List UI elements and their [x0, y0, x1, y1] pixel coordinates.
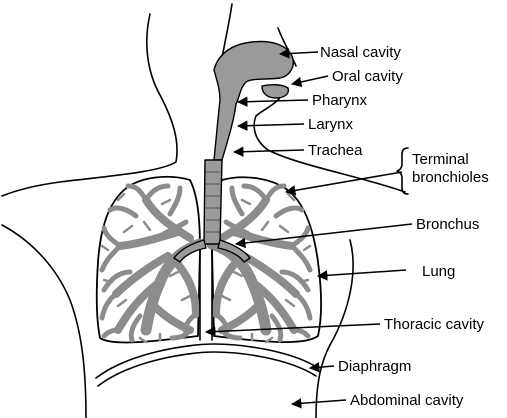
body-outline [2, 4, 405, 418]
label-terminal-bronchioles-line1: Terminal [412, 151, 469, 168]
labels: Nasal cavity Oral cavity Pharynx Larynx … [308, 44, 489, 409]
mediastinum-line [200, 250, 212, 340]
label-bronchus: Bronchus [416, 216, 479, 233]
label-oral-cavity: Oral cavity [332, 68, 403, 85]
label-trachea: Trachea [308, 142, 363, 159]
label-pharynx: Pharynx [312, 92, 368, 109]
terminal-bronchioles-brace [397, 148, 408, 194]
label-larynx: Larynx [308, 116, 354, 133]
right-lung [212, 177, 321, 342]
label-abdominal-cavity: Abdominal cavity [350, 392, 464, 409]
label-nasal-cavity: Nasal cavity [320, 44, 401, 61]
label-lung: Lung [422, 263, 455, 280]
label-terminal-bronchioles-line2: bronchioles [412, 169, 489, 186]
label-thoracic-cavity: Thoracic cavity [384, 316, 485, 333]
left-lung [97, 177, 200, 343]
diaphragm-shape [96, 344, 318, 386]
label-diaphragm: Diaphragm [338, 358, 411, 375]
